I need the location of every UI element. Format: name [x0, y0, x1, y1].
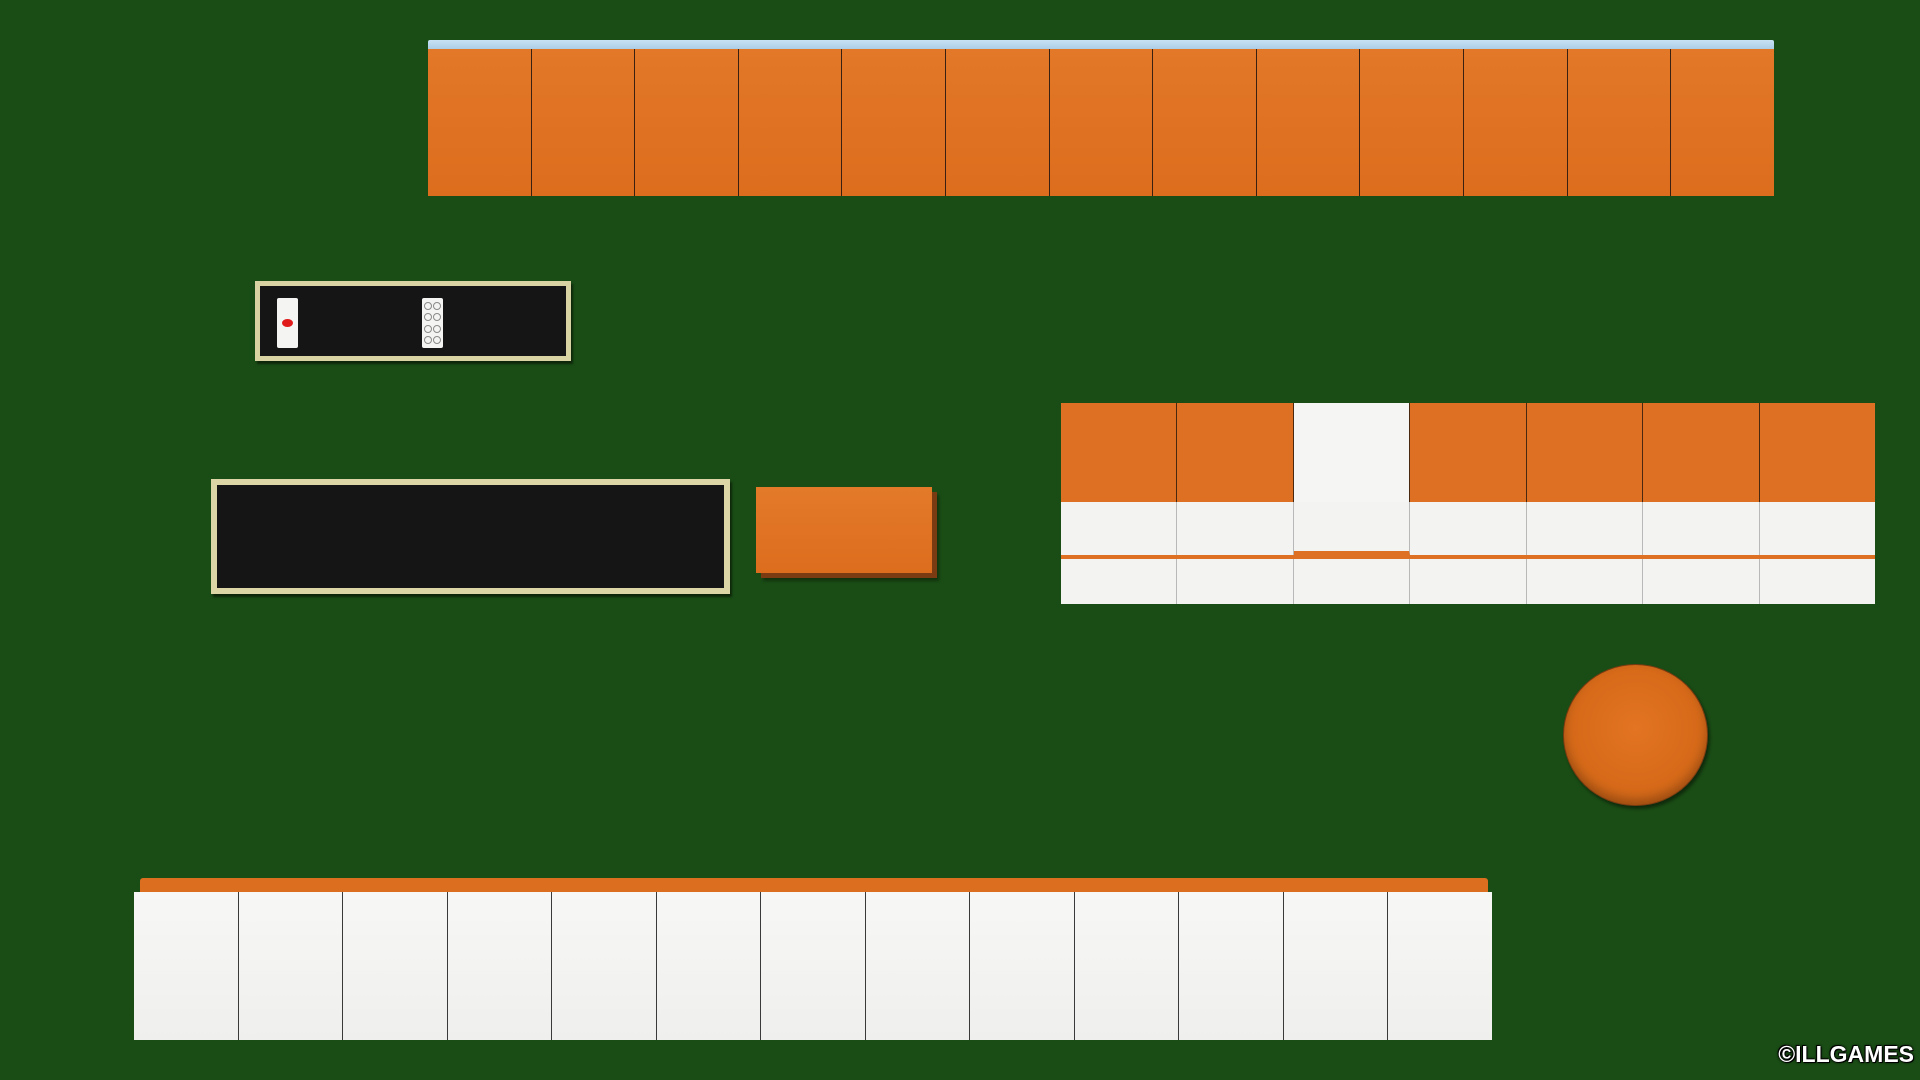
player-tile[interactable] — [343, 892, 448, 1040]
dora-indicator-panel — [255, 281, 571, 361]
wall-tile-side — [1759, 502, 1875, 555]
circle-icon — [433, 335, 441, 344]
player-tile[interactable] — [1179, 892, 1284, 1040]
opponent-tile — [1464, 49, 1568, 196]
opponent-hand-top-edge — [428, 40, 1774, 50]
orange-disc-button[interactable] — [1563, 664, 1708, 806]
discard-panel — [211, 479, 730, 594]
opponent-tile — [842, 49, 947, 196]
opponent-tile — [1671, 49, 1774, 196]
circle-icon — [424, 335, 432, 344]
one-pin-tile — [277, 298, 298, 348]
player-tile[interactable] — [447, 892, 553, 1040]
player-hand-tiles — [134, 892, 1492, 1040]
opponent-tile — [531, 49, 636, 196]
wall-tile-side — [1759, 559, 1875, 604]
wall-tile-back — [1643, 403, 1760, 502]
circle-icon — [424, 313, 432, 322]
opponent-tile — [946, 49, 1050, 196]
wall-tile-side — [1061, 559, 1178, 604]
circle-icon — [433, 313, 441, 322]
opponent-tile — [1153, 49, 1257, 196]
player-tile[interactable] — [1283, 892, 1389, 1040]
player-tile[interactable] — [238, 892, 344, 1040]
opponent-tile — [1360, 49, 1465, 196]
player-hand-top-edge — [140, 878, 1488, 893]
opponent-tile — [1567, 49, 1672, 196]
opponent-tile — [1049, 49, 1154, 196]
player-hand — [134, 878, 1492, 1040]
copyright-text: ©ILLGAMES — [1778, 1041, 1914, 1067]
wall-tile-side — [1410, 559, 1527, 604]
wall-middle-row — [1061, 502, 1875, 555]
single-tile-back[interactable] — [756, 487, 932, 573]
wall-tile-back — [1061, 403, 1178, 502]
circle-icon — [424, 324, 432, 333]
circle-icon — [424, 302, 432, 311]
wall-tile-face — [1293, 403, 1411, 502]
opponent-tile — [428, 49, 532, 196]
player-tile[interactable] — [761, 892, 866, 1040]
wall-tile-side — [1177, 502, 1294, 555]
player-tile[interactable] — [134, 892, 239, 1040]
circle-icon — [433, 302, 441, 311]
player-tile[interactable] — [970, 892, 1075, 1040]
circle-icon — [433, 324, 441, 333]
wall-stack — [1061, 403, 1875, 604]
wall-bottom-row — [1061, 555, 1875, 604]
player-tile[interactable] — [656, 892, 762, 1040]
wall-tile-side — [1293, 559, 1411, 604]
wall-tile-side — [1526, 502, 1644, 555]
wall-tile-back — [1526, 403, 1644, 502]
player-tile[interactable] — [1074, 892, 1180, 1040]
opponent-hand — [428, 40, 1774, 196]
wall-tile-side — [1643, 502, 1760, 555]
wall-tile-side — [1293, 502, 1411, 555]
player-tile[interactable] — [552, 892, 657, 1040]
opponent-tile — [1256, 49, 1361, 196]
red-dot-icon — [282, 319, 293, 327]
wall-tile-back — [1759, 403, 1875, 502]
wall-tile-side — [1643, 559, 1760, 604]
wall-tile-back — [1410, 403, 1527, 502]
opponent-tile — [635, 49, 739, 196]
eight-pin-tile — [422, 298, 443, 348]
opponent-hand-tiles — [428, 49, 1774, 196]
wall-tile-side — [1177, 559, 1294, 604]
wall-tile-side — [1410, 502, 1527, 555]
wall-tile-side — [1061, 502, 1178, 555]
player-tile[interactable] — [865, 892, 971, 1040]
wall-top-row — [1061, 403, 1875, 502]
wall-tile-side — [1526, 559, 1644, 604]
player-tile[interactable] — [1388, 892, 1492, 1040]
opponent-tile — [738, 49, 843, 196]
wall-tile-back — [1177, 403, 1294, 502]
